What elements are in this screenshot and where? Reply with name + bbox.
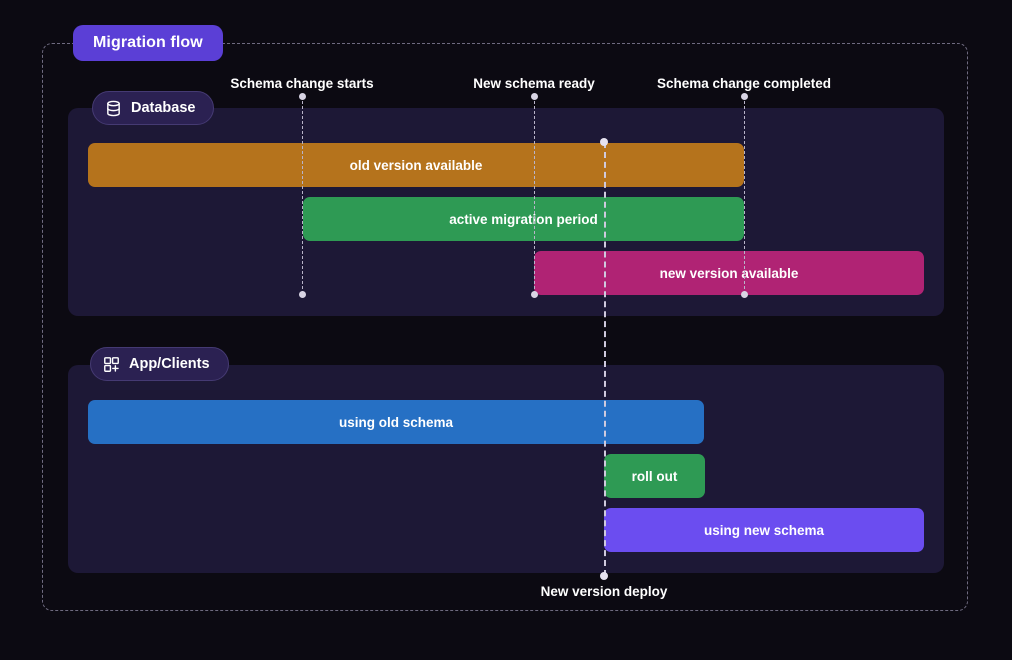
timeline-bar-label: old version available: [349, 157, 483, 173]
milestone-label: Schema change starts: [230, 76, 374, 91]
timeline-bar-label: active migration period: [449, 211, 598, 227]
milestone-dot-top: [741, 93, 748, 100]
lane-chip-database-label: Database: [131, 100, 196, 116]
milestone-dot-bottom: [299, 291, 306, 298]
milestone-label: Schema change completed: [656, 76, 832, 91]
timeline-bar-new-version-available[interactable]: new version available: [534, 251, 924, 295]
timeline-bar-label: using new schema: [703, 522, 825, 538]
milestone-line: [744, 96, 745, 294]
deploy-line: [604, 142, 606, 576]
milestone-dot-bottom: [741, 291, 748, 298]
milestone-line: [302, 96, 303, 294]
timeline-bar-label: roll out: [631, 468, 678, 484]
diagram-title: Migration flow: [93, 34, 203, 51]
timeline-bar-label: new version available: [659, 265, 799, 281]
lane-chip-clients[interactable]: App/Clients: [90, 347, 229, 381]
app-grid-plus-icon: [103, 356, 120, 373]
milestone-dot-top: [299, 93, 306, 100]
deploy-dot-top: [600, 138, 608, 146]
deploy-dot-bottom: [600, 572, 608, 580]
timeline-bar-label: using old schema: [338, 414, 454, 430]
diagram-title-badge: Migration flow: [73, 25, 223, 61]
milestone-dot-top: [531, 93, 538, 100]
diagram-outer-frame: [42, 43, 968, 611]
milestone-line: [534, 96, 535, 294]
milestone-label: New schema ready: [473, 76, 595, 91]
deploy-label: New version deploy: [540, 584, 668, 599]
lane-chip-clients-label: App/Clients: [129, 356, 210, 372]
database-icon: [105, 100, 122, 117]
timeline-bar-using-old-schema[interactable]: using old schema: [88, 400, 704, 444]
timeline-bar-roll-out[interactable]: roll out: [604, 454, 705, 498]
timeline-bar-using-new-schema[interactable]: using new schema: [604, 508, 924, 552]
milestone-dot-bottom: [531, 291, 538, 298]
lane-chip-database[interactable]: Database: [92, 91, 215, 125]
timeline-bar-old-version-available[interactable]: old version available: [88, 143, 744, 187]
timeline-bar-active-migration-period[interactable]: active migration period: [303, 197, 744, 241]
